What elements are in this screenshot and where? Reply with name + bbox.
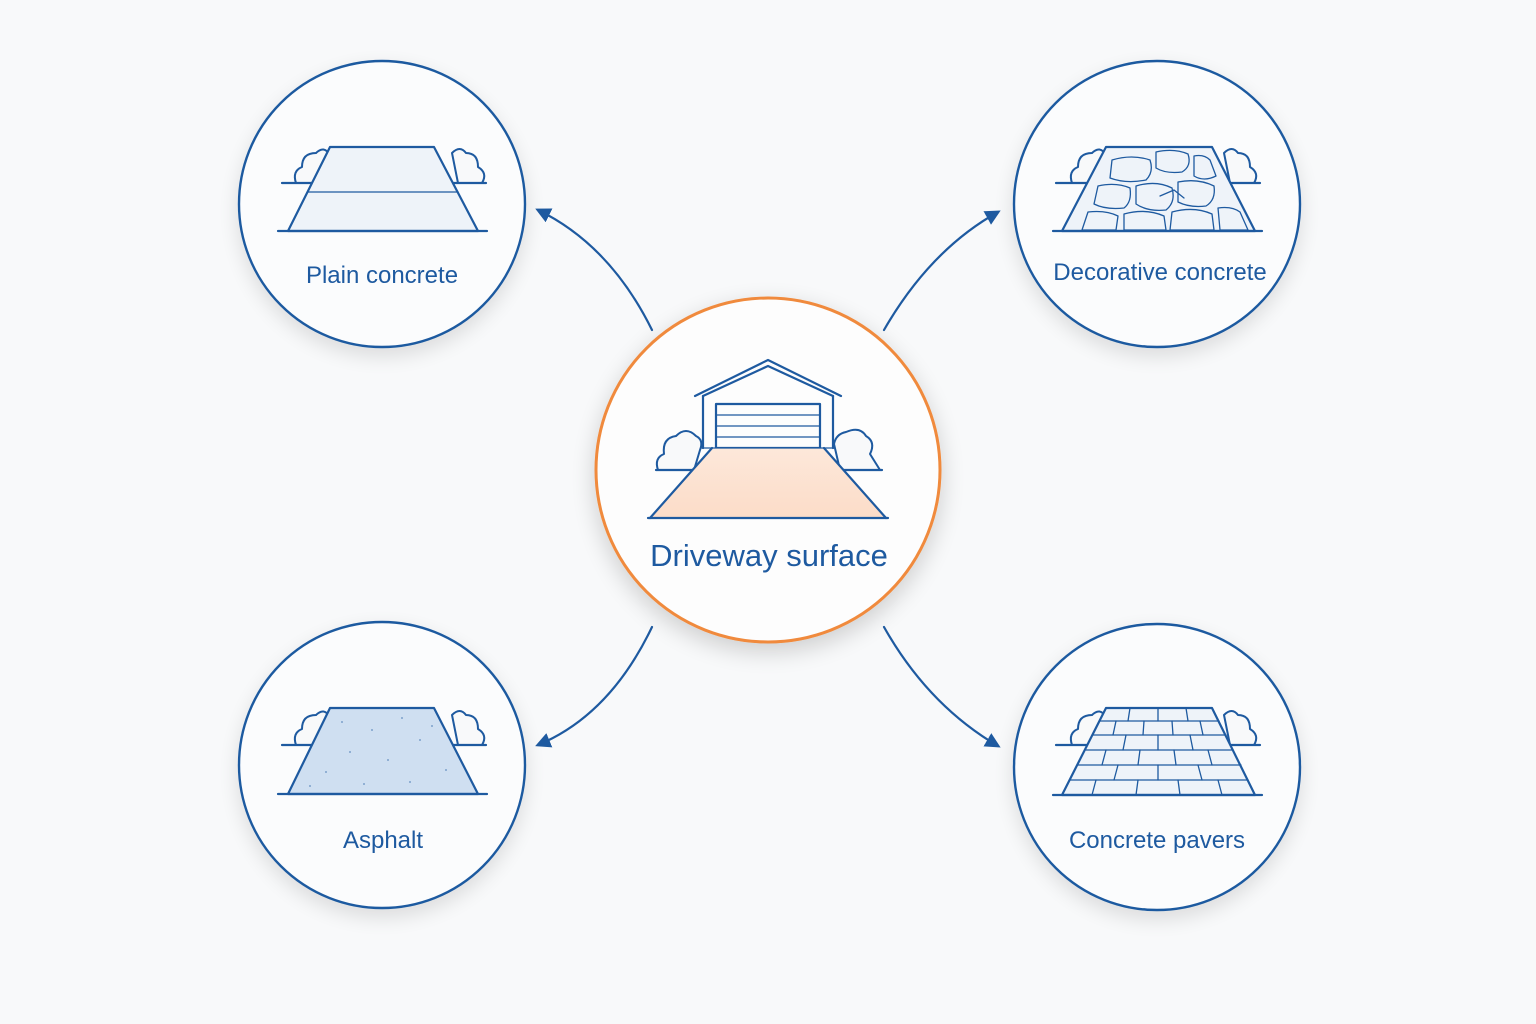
node-asphalt[interactable]: Asphalt [237, 620, 527, 910]
arrow-to-concrete-pavers [882, 625, 1001, 748]
node-plain-concrete[interactable]: Plain concrete [237, 59, 527, 349]
node-label: Plain concrete [306, 262, 458, 289]
node-decorative-concrete[interactable]: Decorative concrete [1012, 59, 1302, 349]
node-label: Concrete pavers [1069, 827, 1245, 854]
asphalt-slab-icon [276, 706, 489, 796]
plain-concrete-slab-icon [276, 145, 489, 233]
connectors [535, 208, 1001, 748]
garage-driveway-icon [646, 358, 890, 520]
arrow-to-decorative-concrete [882, 210, 1001, 332]
node-driveway-surface[interactable]: Driveway surface [594, 296, 942, 644]
arrow-to-asphalt [535, 625, 654, 748]
node-label: Decorative concrete [1053, 259, 1266, 286]
node-concrete-pavers[interactable]: Concrete pavers [1012, 622, 1302, 912]
paver-grid-icon [1051, 706, 1264, 797]
node-label: Asphalt [343, 827, 423, 854]
arrow-to-plain-concrete [535, 208, 654, 332]
stamped-stone-concrete-icon [1051, 145, 1264, 233]
center-label: Driveway surface [650, 538, 888, 573]
